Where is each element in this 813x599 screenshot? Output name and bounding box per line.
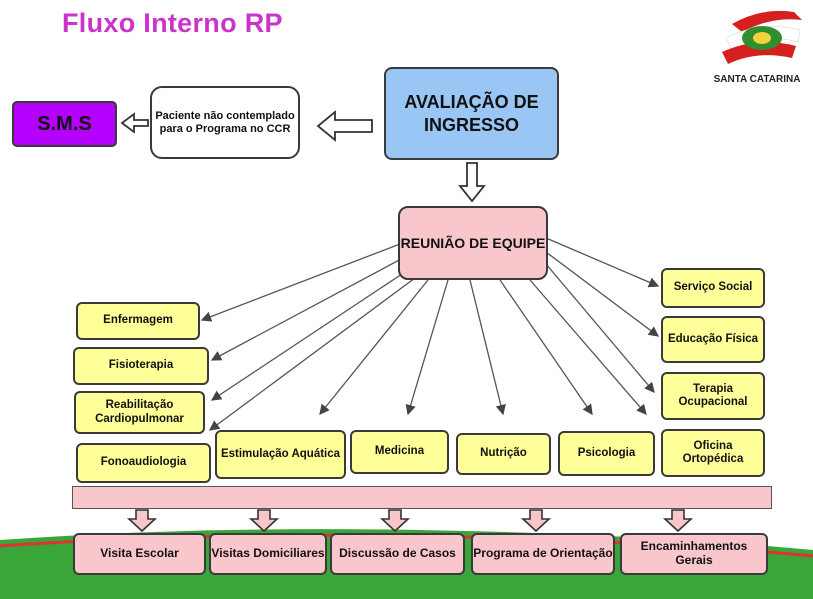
avaliacao-ingresso-box: AVALIAÇÃO DE INGRESSO — [384, 67, 559, 160]
arrow-estimulacao — [319, 279, 429, 416]
sms-box: S.M.S — [12, 101, 117, 147]
collector-bar — [72, 486, 772, 509]
santa-catarina-flag-logo-icon — [722, 10, 802, 64]
oficina-ortopedica-box: Oficina Ortopédica — [661, 429, 765, 477]
arrow-fisioterapia — [210, 257, 404, 361]
medicina-box: Medicina — [350, 430, 449, 474]
hollow-arrow-to-paciente — [316, 110, 373, 142]
educacao-fisica-box: Educação Física — [661, 316, 765, 363]
down-arrow-5 — [662, 509, 694, 533]
arrow-educacao-fisica — [545, 251, 660, 337]
psicologia-box: Psicologia — [558, 431, 655, 476]
hollow-arrow-to-sms — [120, 112, 149, 134]
state-logo: SANTA CATARINA — [702, 2, 812, 94]
terapia-ocupacional-box: Terapia Ocupacional — [661, 372, 765, 420]
estimulacao-aquatica-box: Estimulação Aquática — [215, 430, 346, 479]
enfermagem-box: Enfermagem — [76, 302, 200, 340]
programa-orientacao-box: Programa de Orientação — [471, 533, 615, 575]
servico-social-box: Serviço Social — [661, 268, 765, 308]
arrow-oficina — [529, 279, 647, 415]
discussao-casos-box: Discussão de Casos — [330, 533, 465, 575]
arrow-enfermagem — [200, 243, 401, 322]
arrow-medicina — [405, 279, 449, 416]
encaminhamentos-gerais-box: Encaminhamentos Gerais — [620, 533, 768, 575]
down-arrow-1 — [126, 509, 158, 533]
arrow-servico-social — [545, 237, 660, 288]
down-arrow-2 — [248, 509, 280, 533]
reuniao-equipe-box: REUNIÃO DE EQUIPE — [398, 206, 548, 280]
arrow-terapia — [545, 263, 655, 393]
visitas-domiciliares-box: Visitas Domiciliares — [209, 533, 327, 575]
down-arrow-3 — [379, 509, 411, 533]
arrow-psicologia — [499, 279, 593, 416]
hollow-arrow-down-to-reuniao — [458, 162, 486, 203]
fisioterapia-box: Fisioterapia — [73, 347, 209, 385]
nutricao-box: Nutrição — [456, 433, 551, 475]
paciente-box: Paciente não contemplado para o Programa… — [150, 86, 300, 159]
logo-text: SANTA CATARINA — [713, 74, 801, 85]
fonoaudiologia-box: Fonoaudiologia — [76, 443, 211, 483]
page-title: Fluxo Interno RP — [62, 8, 283, 38]
arrow-nutricao — [469, 279, 506, 416]
down-arrow-4 — [520, 509, 552, 533]
visita-escolar-box: Visita Escolar — [73, 533, 206, 575]
reabilitacao-cardiopulmonar-box: Reabilitação Cardiopulmonar — [74, 391, 205, 434]
arrow-fonoaudiologia — [208, 277, 416, 431]
arrow-reabilitacao — [210, 269, 409, 401]
